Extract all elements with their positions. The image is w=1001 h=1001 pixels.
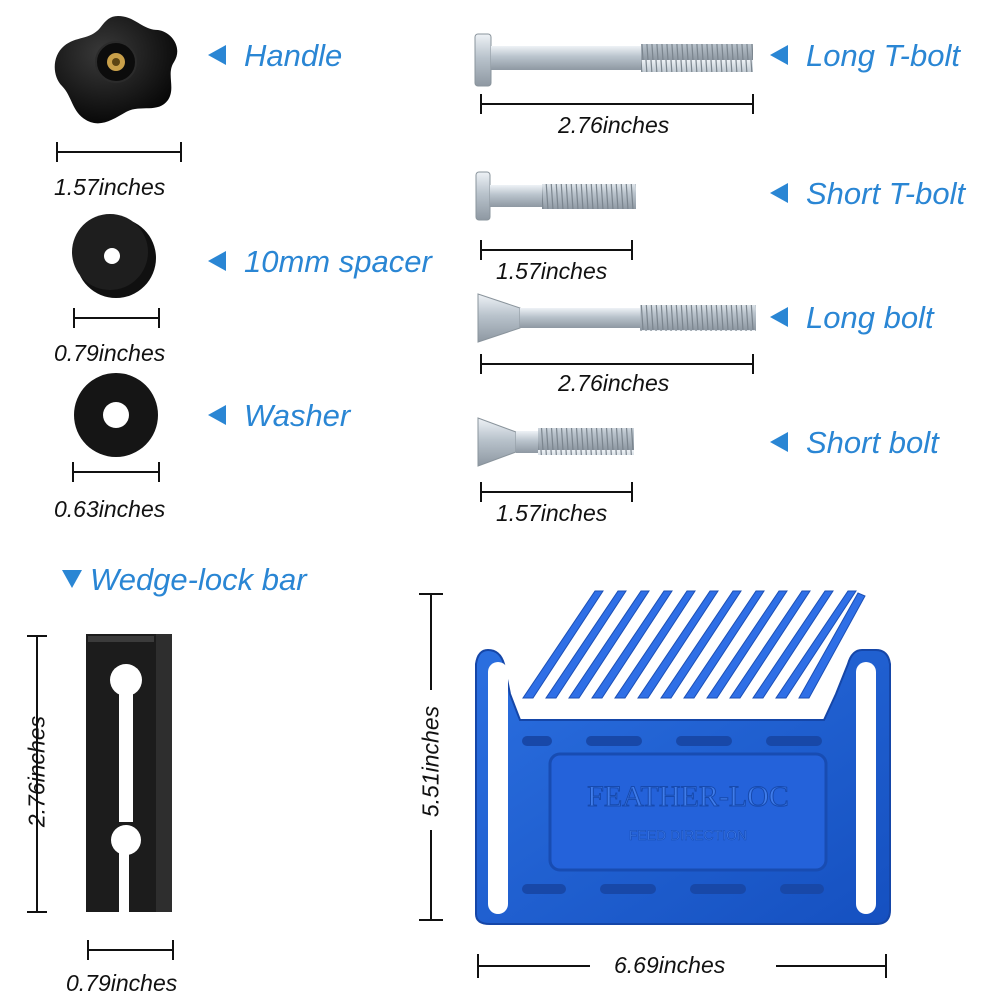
washer-icon — [74, 373, 158, 457]
arrow-down-icon — [62, 569, 82, 588]
wedge-bar-width-dimension: 0.79inches — [66, 970, 178, 996]
featherboard-icon: FEATHER-LOC FEED DIRECTION — [475, 590, 891, 925]
short-t-bolt-label: Short T-bolt — [770, 178, 965, 209]
long-t-bolt-icon — [474, 33, 753, 87]
dimension-lines — [27, 94, 887, 978]
featherboard-height-dimension: 5.51inches — [417, 705, 444, 818]
handle-label: Handle — [208, 40, 342, 71]
short-bolt-icon — [477, 417, 634, 467]
short-t-bolt-icon — [475, 171, 636, 221]
arrow-left-icon — [770, 306, 788, 327]
washer-label: Washer — [208, 400, 350, 431]
long-t-bolt-dimension: 2.76inches — [558, 112, 670, 138]
long-bolt-label: Long bolt — [770, 302, 934, 333]
feather-fingers — [522, 590, 866, 699]
arrow-left-icon — [770, 182, 788, 203]
wedge-bar-height-dimension: 2.76inches — [23, 715, 50, 828]
short-bolt-label: Short bolt — [770, 427, 939, 458]
washer-dimension: 0.63inches — [54, 496, 166, 522]
wedge-lock-bar-icon — [86, 634, 172, 912]
arrow-left-icon — [208, 44, 226, 65]
arrow-left-icon — [208, 404, 226, 425]
arrow-left-icon — [770, 44, 788, 65]
short-bolt-dimension: 1.57inches — [496, 500, 608, 526]
arrow-left-icon — [770, 431, 788, 452]
spacer-label: 10mm spacer — [208, 246, 432, 277]
long-bolt-icon — [477, 293, 756, 343]
long-bolt-dimension: 2.76inches — [558, 370, 670, 396]
short-t-bolt-dimension: 1.57inches — [496, 258, 608, 284]
wedge-lock-bar-label: Wedge-lock bar — [62, 564, 307, 595]
handle-dimension: 1.57inches — [54, 174, 166, 200]
featherboard-brand: FEATHER-LOC — [587, 780, 789, 813]
featherboard-width-dimension: 6.69inches — [614, 952, 726, 978]
spacer-icon — [72, 214, 156, 298]
handle-knob-icon — [54, 16, 178, 124]
arrow-left-icon — [208, 250, 226, 271]
long-t-bolt-label: Long T-bolt — [770, 40, 960, 71]
featherboard-direction: FEED DIRECTION — [629, 827, 747, 843]
spacer-dimension: 0.79inches — [54, 340, 166, 366]
